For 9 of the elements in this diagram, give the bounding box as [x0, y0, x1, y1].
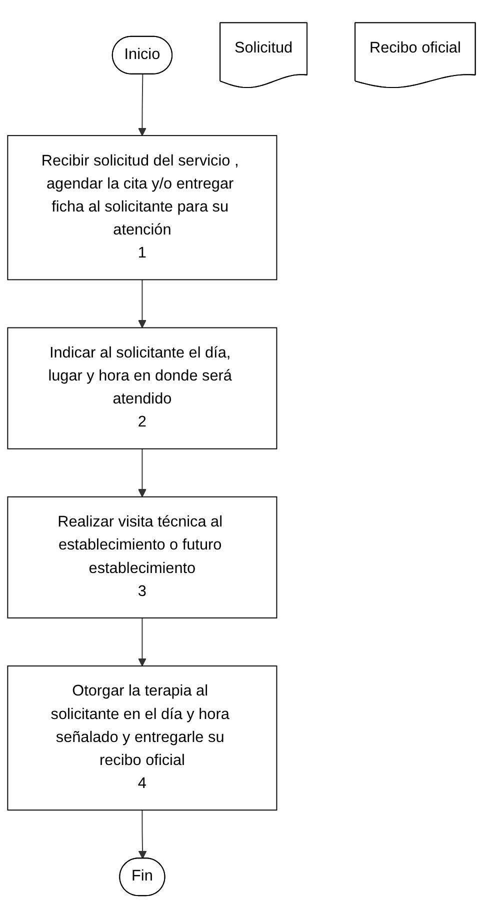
- node-box: Recibir solicitud del servicio , agendar la cita y/o entregar ficha al solicitante para su atención 1: [7, 135, 278, 281]
- arrow: [138, 810, 147, 860]
- node-box: Realizar visita técnica al establecimiento o futuro establecimiento 3: [7, 496, 278, 619]
- node-box: Otorgar la terapia al solicitante en el día y hora señalado y entregarle su recibo oficial 4: [7, 666, 278, 811]
- arrow: [138, 448, 146, 498]
- arrow: [138, 280, 146, 328]
- arrow: [138, 74, 146, 136]
- arrow: [138, 618, 146, 667]
- node-box: Indicar al solicitante el día, lugar y hora en donde será atendido 2: [7, 328, 278, 450]
